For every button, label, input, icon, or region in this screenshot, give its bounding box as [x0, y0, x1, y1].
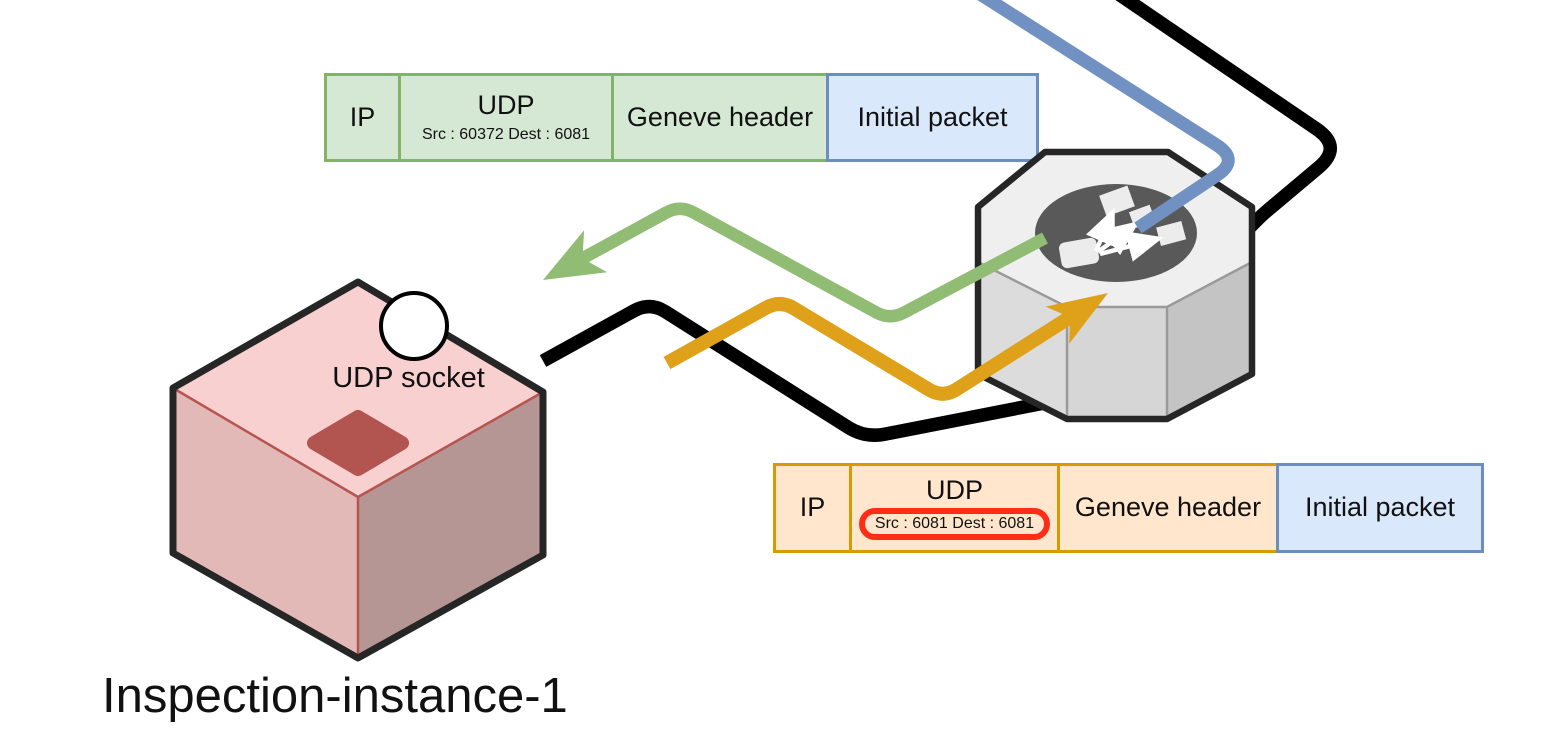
red-highlight-ring: Src : 6081 Dest : 6081: [858, 508, 1051, 540]
packet-bottom-geneve-label: Geneve header: [1074, 492, 1262, 523]
packet-header-bottom: IP UDP Src : 6081 Dest : 6081 Geneve hea…: [773, 463, 1484, 553]
packet-top-ip-label: IP: [349, 101, 376, 132]
instance-title: Inspection-instance-1: [102, 669, 568, 723]
packet-top-udp-ports: Src : 60372 Dest : 6081: [421, 126, 591, 144]
orange-arrow-head: [1045, 293, 1108, 344]
load-balancer-glyph: [1035, 184, 1197, 282]
glyph-circle: [1035, 184, 1197, 282]
gwlb-inner-edges: [977, 260, 1253, 419]
glyph-node-source: [1058, 237, 1100, 269]
packet-top-cell-udp: UDP Src : 60372 Dest : 6081: [398, 73, 614, 162]
udp-socket-port-circle: [379, 291, 449, 361]
packet-bottom-initial-label: Initial packet: [1304, 492, 1456, 523]
glyph-node-right: [1156, 220, 1187, 247]
packet-header-top: IP UDP Src : 60372 Dest : 6081 Geneve he…: [324, 73, 1039, 162]
orange-forward-arrow: [663, 293, 1108, 401]
green-arrow-shaft: [579, 202, 1048, 323]
packet-top-initial-label: Initial packet: [857, 101, 1008, 132]
packet-bottom-cell-udp: UDP Src : 6081 Dest : 6081: [849, 463, 1060, 553]
packet-bottom-ip-label: IP: [799, 492, 826, 523]
inspection-instance-cube: [169, 278, 547, 662]
cube-outline: [169, 278, 547, 662]
gwlb-top-face: [978, 152, 1252, 307]
gwlb-side-right: [1167, 262, 1252, 419]
cube-left-face: [173, 388, 358, 658]
glyph-arrow-3: [1099, 231, 1164, 262]
orange-arrow-shaft: [663, 297, 1074, 401]
green-return-arrow: [543, 202, 1048, 323]
packet-top-cell-ip: IP: [324, 73, 401, 162]
gwlb-outline: [974, 148, 1256, 423]
gateway-load-balancer-icon: [974, 148, 1256, 423]
gwlb-side-left: [978, 262, 1067, 419]
glyph-arrow-2: [1096, 220, 1140, 256]
packet-top-cell-geneve: Geneve header: [611, 73, 829, 162]
packet-bottom-cell-initial-packet: Initial packet: [1276, 463, 1484, 553]
packet-bottom-udp-ports: Src : 6081 Dest : 6081: [874, 515, 1035, 533]
packet-bottom-cell-ip: IP: [773, 463, 852, 553]
glyph-node-top: [1099, 185, 1135, 217]
packet-top-cell-initial-packet: Initial packet: [826, 73, 1039, 162]
green-arrow-head: [543, 230, 608, 280]
glyph-node-mid: [1128, 204, 1156, 229]
udp-socket-label: UDP socket: [332, 362, 485, 394]
cube-right-face: [358, 392, 543, 658]
packet-top-udp-label: UDP: [477, 90, 535, 121]
glyph-arrow-1: [1085, 207, 1115, 252]
packet-bottom-udp-label: UDP: [925, 475, 983, 506]
black-flow-line: [539, 0, 1337, 442]
gwlb-side-center: [1067, 307, 1167, 419]
cube-accent-diamond: [307, 410, 409, 476]
packet-bottom-cell-geneve: Geneve header: [1057, 463, 1279, 553]
cube-inner-edges: [172, 386, 544, 658]
packet-top-geneve-label: Geneve header: [626, 101, 814, 132]
